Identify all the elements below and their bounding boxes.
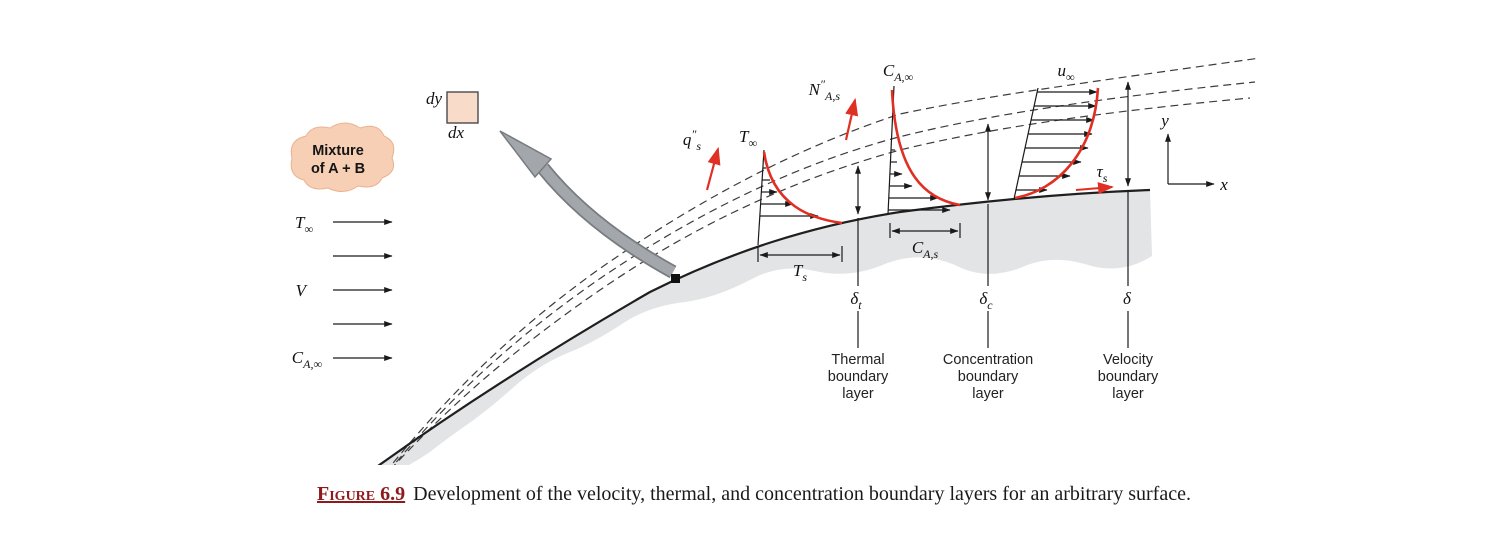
- coordinate-axes: y x: [1159, 111, 1228, 194]
- surface-body: [379, 190, 1152, 465]
- differential-element-square: [446, 91, 479, 124]
- boundary-layer-diagram: Mixture of A + B T∞ V CA,∞ dy dx q″s N″A…: [290, 57, 1261, 465]
- concentration-layer-caption-2: boundary: [958, 369, 1019, 385]
- mixture-label-line1: Mixture: [312, 143, 364, 159]
- delta-c-label: δc: [979, 289, 993, 312]
- thermal-profile-baseline: [757, 149, 765, 246]
- thermal-profile-curve: [762, 151, 843, 225]
- mixture-label-line2: of A + B: [311, 161, 365, 177]
- surface-temperature-label: Ts: [793, 261, 807, 284]
- concentration-profile-curve: [890, 89, 961, 207]
- freestream-velocity-label: V: [296, 281, 309, 300]
- surface-concentration-label: CA,s: [912, 238, 939, 261]
- heat-flux-arrow: [705, 146, 721, 191]
- concentration-layer-caption-3: layer: [972, 386, 1004, 402]
- shear-stress-arrow: [1075, 182, 1114, 195]
- surface-point-marker: [671, 274, 680, 283]
- thermal-layer-caption-3: layer: [842, 386, 874, 402]
- velocity-profile: u∞ τs: [1013, 61, 1114, 200]
- thermal-layer-caption-2: boundary: [828, 369, 889, 385]
- shear-stress-label: τs: [1097, 162, 1108, 185]
- dx-label: dx: [448, 123, 465, 142]
- dy-label: dy: [426, 89, 443, 108]
- velocity-thickness-callout: δ Velocity boundary layer: [1098, 81, 1159, 402]
- concentration-profile-arrows: [888, 149, 951, 213]
- velocity-layer-caption-1: Velocity: [1103, 352, 1154, 368]
- species-flux-arrow: [844, 97, 859, 141]
- figure-caption: Figure 6.9 Development of the velocity, t…: [0, 483, 1508, 506]
- freestream-concentration-label: CA,∞: [292, 348, 323, 371]
- thermal-layer-caption-1: Thermal: [831, 352, 884, 368]
- thermal-freestream-label: T∞: [739, 127, 757, 150]
- concentration-freestream-label: CA,∞: [883, 61, 914, 84]
- concentration-layer-caption-1: Concentration: [943, 352, 1033, 368]
- zoom-callout-arrow: [499, 130, 677, 279]
- caption-text: Development of the velocity, thermal, an…: [413, 483, 1191, 505]
- velocity-freestream-label: u∞: [1057, 61, 1075, 84]
- concentration-profile: CA,∞ CA,s: [883, 61, 961, 261]
- thermal-thickness-callout: δt Thermal boundary layer: [828, 165, 889, 402]
- heat-flux-label: q″s: [683, 127, 702, 153]
- mixture-cloud: [290, 122, 395, 192]
- figure-number: Figure 6.9: [317, 483, 406, 505]
- velocity-profile-baseline: [1013, 87, 1039, 200]
- velocity-profile-curve: [1014, 87, 1100, 200]
- concentration-thickness-callout: δc Concentration boundary layer: [943, 123, 1033, 402]
- thermal-profile: T∞ Ts: [739, 127, 843, 284]
- species-flux-label: N″A,s: [808, 77, 841, 103]
- surface-contour: [377, 188, 1151, 465]
- velocity-layer-edge-dashed: [390, 57, 1261, 465]
- x-axis-label: x: [1219, 175, 1228, 194]
- velocity-layer-caption-2: boundary: [1098, 369, 1159, 385]
- velocity-layer-caption-3: layer: [1112, 386, 1144, 402]
- delta-t-label: δt: [850, 289, 862, 312]
- freestream-temperature-label: T∞: [295, 213, 313, 236]
- concentration-layer-edge-dashed: [393, 81, 1256, 465]
- delta-label: δ: [1123, 289, 1132, 308]
- y-axis-label: y: [1159, 111, 1169, 130]
- thermal-profile-arrows: [760, 167, 819, 219]
